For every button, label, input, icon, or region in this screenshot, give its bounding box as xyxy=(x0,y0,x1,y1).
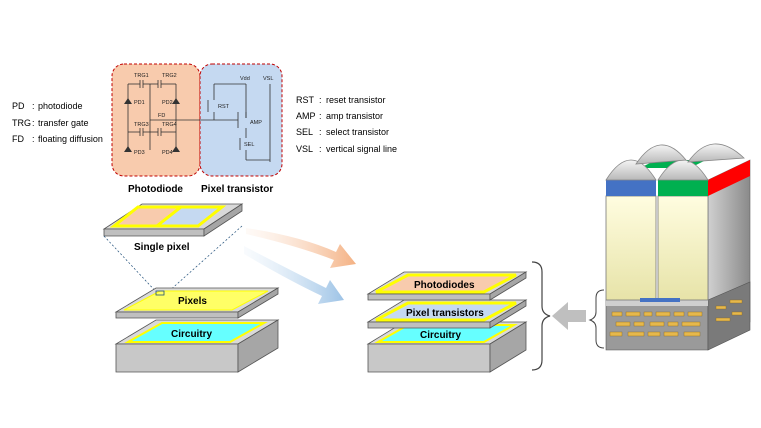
legend-abbr-trg: TRG xyxy=(12,118,31,128)
left-stack: Circuitry Pixels xyxy=(114,287,280,373)
green-color-filter xyxy=(658,180,708,196)
single-pixel-label: Single pixel xyxy=(134,242,190,253)
legend-desc-vsl: vertical signal line xyxy=(326,144,397,154)
legend-desc-fd: floating diffusion xyxy=(38,134,103,144)
microlens-back-right xyxy=(687,143,745,163)
legend-colon: : xyxy=(32,134,35,144)
right-photodiodes-face xyxy=(375,273,517,294)
legend-abbr-amp: AMP xyxy=(296,111,316,121)
label-sel: SEL xyxy=(244,142,254,148)
label-vdd: Vdd xyxy=(240,76,250,82)
legend-colon: : xyxy=(32,101,35,111)
pixel-transistor-title: Pixel transistor xyxy=(201,184,273,195)
legend-abbr-vsl: VSL xyxy=(296,144,313,154)
right-circuitry-face xyxy=(374,324,518,343)
pd1-diode-icon xyxy=(124,98,132,104)
legend-abbr-fd: FD xyxy=(12,134,24,144)
label-pd1: PD1 xyxy=(134,100,145,106)
legend-colon: : xyxy=(319,144,322,154)
pd3-diode-icon xyxy=(124,146,132,152)
legend-abbr-pd: PD xyxy=(12,101,25,111)
legend-abbr-rst: RST xyxy=(296,95,315,105)
legend-colon: : xyxy=(319,111,322,121)
red-color-filter xyxy=(708,160,750,196)
label-pd2: PD2 xyxy=(162,100,173,106)
legend-abbr-sel: SEL xyxy=(296,127,313,137)
legend-left: PD : photodiode TRG : transfer gate FD :… xyxy=(12,101,103,144)
transfer-gate-strip xyxy=(640,298,680,302)
legend-desc-trg: transfer gate xyxy=(38,118,89,128)
legend-desc-amp: amp transistor xyxy=(326,111,383,121)
pd4-diode-icon xyxy=(172,146,180,152)
photodiode-symbols xyxy=(124,98,180,152)
label-amp: AMP xyxy=(250,120,262,126)
metal-wiring-pattern xyxy=(609,299,743,337)
right-circuitry-label: Circuitry xyxy=(420,330,462,341)
label-trg3: TRG3 xyxy=(134,122,149,128)
photodiode-title: Photodiode xyxy=(128,184,183,195)
right-transistors-label: Pixel transistors xyxy=(406,308,484,319)
legend-colon: : xyxy=(32,118,35,128)
circuit-wires xyxy=(127,80,271,162)
3d-pixel-model xyxy=(605,143,751,351)
left-pixels-label: Pixels xyxy=(178,296,207,307)
legend-colon: : xyxy=(319,127,322,137)
blue-color-filter xyxy=(606,180,656,196)
label-rst: RST xyxy=(218,104,230,110)
legend-desc-rst: reset transistor xyxy=(326,95,386,105)
left-circuitry-label: Circuitry xyxy=(171,329,213,340)
legend-desc-sel: select transistor xyxy=(326,127,389,137)
label-trg2: TRG2 xyxy=(162,73,177,79)
photodiode-arrow xyxy=(246,228,356,268)
pixel-circuit-schematic: TRG1 TRG2 TRG3 TRG4 PD1 PD2 PD3 PD4 FD V… xyxy=(111,63,283,195)
right-stack: Circuitry Pixel transistors Photodiodes xyxy=(366,271,528,373)
microlens-back-left xyxy=(635,144,687,165)
label-fd: FD xyxy=(158,113,165,119)
transistor-arrow xyxy=(244,246,344,304)
label-pd4: PD4 xyxy=(162,150,173,156)
label-vsl: VSL xyxy=(263,76,273,82)
single-pixel-transistor xyxy=(152,205,227,228)
right-photodiodes-label: Photodiodes xyxy=(414,280,475,291)
gray-left-arrow-icon xyxy=(552,302,586,330)
left-pixels-face xyxy=(123,290,269,311)
left-circuitry-face xyxy=(124,322,268,343)
right-transistors-face xyxy=(375,301,517,322)
label-trg1: TRG1 xyxy=(134,73,149,79)
pixel-transistor-region xyxy=(199,63,283,177)
label-pd3: PD3 xyxy=(134,150,145,156)
pd2-diode-icon xyxy=(172,98,180,104)
single-pixel-tile: Single pixel xyxy=(102,203,244,253)
pixel-model-brace xyxy=(588,289,605,349)
projection-lines xyxy=(103,225,243,297)
right-stack-brace xyxy=(531,261,551,371)
legend-colon: : xyxy=(319,95,322,105)
pixel-column-right xyxy=(657,195,709,301)
legend-desc-pd: photodiode xyxy=(38,101,83,111)
legend-right: RST : reset transistor AMP : amp transis… xyxy=(296,95,397,154)
single-pixel-marker xyxy=(155,290,165,296)
label-trg4: TRG4 xyxy=(162,122,177,128)
pixel-column-left xyxy=(605,195,657,301)
microlens-left xyxy=(605,159,657,181)
